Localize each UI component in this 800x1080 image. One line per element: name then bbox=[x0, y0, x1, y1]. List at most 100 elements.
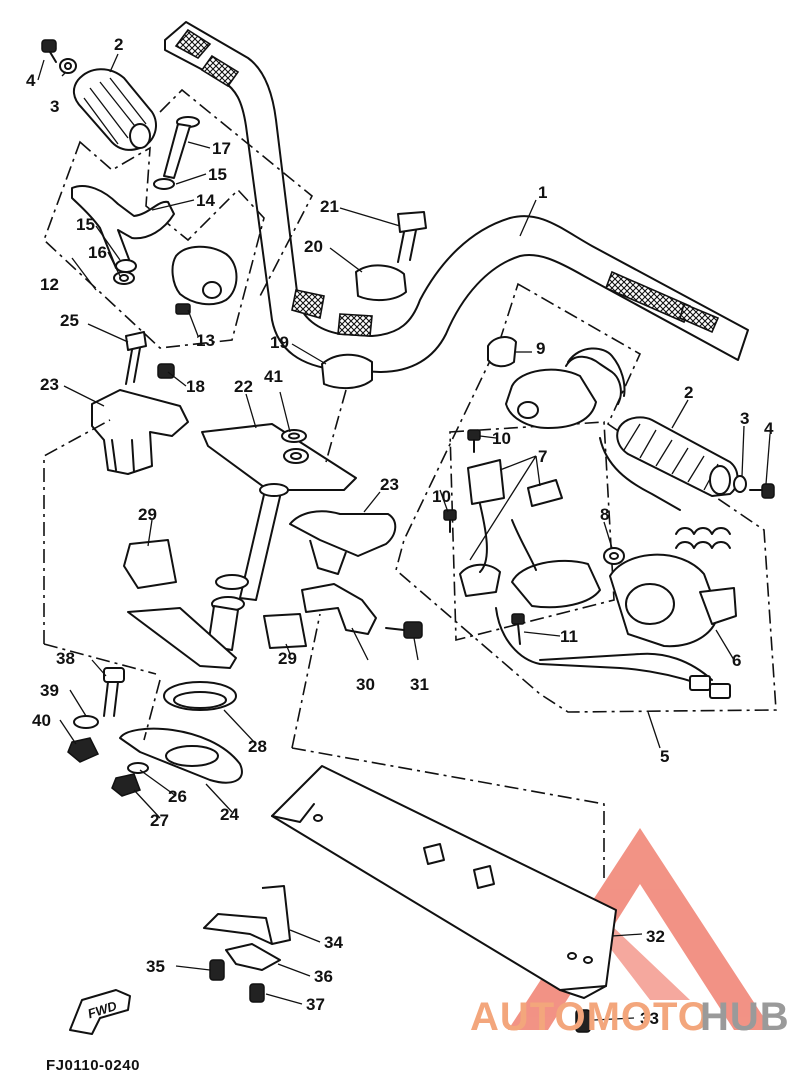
callout-23-left: 23 bbox=[40, 375, 59, 394]
clamp-28 bbox=[163, 681, 237, 711]
bolt-38 bbox=[103, 667, 125, 717]
block-29b bbox=[263, 613, 307, 649]
callout-19: 19 bbox=[270, 333, 289, 352]
wire-harness bbox=[495, 347, 731, 699]
long-bracket-32 bbox=[271, 765, 617, 999]
leader-lines bbox=[37, 53, 771, 1021]
callout-10-upper: 10 bbox=[492, 429, 511, 448]
watermark: AUTOMOTO HUB bbox=[470, 995, 790, 1039]
callout-37: 37 bbox=[306, 995, 325, 1014]
bolt-33 bbox=[575, 1009, 591, 1033]
reference-line-b bbox=[291, 613, 321, 749]
lever-holder-14 bbox=[71, 185, 175, 269]
callout-17: 17 bbox=[212, 139, 231, 158]
coil-cord bbox=[675, 527, 731, 549]
callout-24: 24 bbox=[220, 805, 239, 824]
callout-12: 12 bbox=[40, 275, 59, 294]
plate-24 bbox=[119, 727, 243, 784]
callout-2-left: 2 bbox=[114, 35, 123, 54]
callout-10-lower: 10 bbox=[432, 487, 451, 506]
bolt-35 bbox=[209, 959, 225, 981]
bolt-25 bbox=[125, 331, 147, 385]
group-outline-5 bbox=[395, 282, 777, 713]
top-plate-22 bbox=[201, 423, 357, 491]
callout-11: 11 bbox=[560, 627, 578, 646]
callout-33: 33 bbox=[640, 1009, 659, 1028]
reference-line-c bbox=[43, 419, 111, 644]
grip-screw-right bbox=[749, 483, 775, 499]
bracket-30 bbox=[301, 583, 377, 635]
callout-14: 14 bbox=[196, 191, 215, 210]
callout-21: 21 bbox=[320, 197, 339, 216]
callout-labels: 1 2 2 3 3 4 4 5 6 7 8 9 10 10 11 12 13 1… bbox=[26, 35, 774, 1028]
screw-11 bbox=[511, 613, 525, 645]
callout-29-lower: 29 bbox=[278, 649, 297, 668]
callout-15-upper: 15 bbox=[208, 165, 227, 184]
washer-26 bbox=[127, 762, 149, 774]
callout-6: 6 bbox=[732, 651, 741, 670]
callout-20: 20 bbox=[304, 237, 323, 256]
callout-16: 16 bbox=[88, 243, 107, 262]
upper-holder-20 bbox=[355, 264, 407, 302]
callout-22: 22 bbox=[234, 377, 253, 396]
bracket-23-right bbox=[289, 510, 397, 575]
callout-35: 35 bbox=[146, 957, 165, 976]
callout-15-lower: 15 bbox=[76, 215, 95, 234]
screw-10a bbox=[467, 429, 481, 453]
watermark-text-right: HUB bbox=[700, 995, 790, 1039]
switch-housing bbox=[505, 355, 622, 429]
callout-28: 28 bbox=[248, 737, 267, 756]
reference-line-f bbox=[325, 389, 347, 463]
bracket-34 bbox=[203, 885, 291, 945]
callout-31: 31 bbox=[410, 675, 429, 694]
callout-26: 26 bbox=[168, 787, 187, 806]
bolt-17 bbox=[163, 116, 200, 179]
bolt-31 bbox=[385, 621, 423, 639]
left-grip bbox=[72, 68, 157, 151]
callout-41: 41 bbox=[264, 367, 283, 386]
callout-8: 8 bbox=[600, 505, 609, 524]
lower-holder-19 bbox=[321, 353, 373, 390]
callout-2-right: 2 bbox=[684, 383, 693, 402]
callout-39: 39 bbox=[40, 681, 59, 700]
screw-10b bbox=[443, 509, 457, 533]
fwd-arrow-marker: FWD bbox=[69, 989, 131, 1035]
washer-15b bbox=[115, 259, 137, 273]
plate-36 bbox=[225, 943, 281, 971]
reference-line-a bbox=[291, 747, 605, 878]
callout-23-right: 23 bbox=[380, 475, 399, 494]
callout-29-upper: 29 bbox=[138, 505, 157, 524]
switch-mount-6 bbox=[609, 553, 737, 648]
callout-13: 13 bbox=[196, 331, 215, 350]
nut-27 bbox=[111, 773, 141, 797]
bolt-21 bbox=[397, 211, 427, 263]
callout-36: 36 bbox=[314, 967, 333, 986]
washer-39 bbox=[73, 715, 99, 729]
grip-screw-left bbox=[41, 39, 57, 63]
bolt-37 bbox=[249, 983, 265, 1003]
callout-27: 27 bbox=[150, 811, 169, 830]
bracket-23-left bbox=[91, 389, 189, 475]
callout-3-right: 3 bbox=[740, 409, 749, 428]
nut-16 bbox=[113, 271, 135, 285]
nut-clip-b bbox=[473, 865, 495, 889]
reference-line-e bbox=[143, 679, 161, 741]
callout-7: 7 bbox=[538, 447, 547, 466]
collar-13 bbox=[171, 245, 238, 315]
nut-clip-a bbox=[423, 843, 445, 865]
washer-15 bbox=[153, 178, 175, 190]
group-outline-7 bbox=[449, 421, 615, 642]
right-grip bbox=[616, 416, 739, 497]
callout-3-left: 3 bbox=[50, 97, 59, 116]
callout-38: 38 bbox=[56, 649, 75, 668]
grommet-8 bbox=[603, 547, 625, 565]
washer-41 bbox=[281, 429, 307, 443]
nut-18 bbox=[157, 363, 175, 379]
callout-40: 40 bbox=[32, 711, 51, 730]
grip-washer-right bbox=[733, 475, 747, 493]
callout-32: 32 bbox=[646, 927, 665, 946]
callout-4-right: 4 bbox=[764, 419, 774, 438]
callout-5: 5 bbox=[660, 747, 669, 766]
handlebar bbox=[164, 21, 749, 373]
